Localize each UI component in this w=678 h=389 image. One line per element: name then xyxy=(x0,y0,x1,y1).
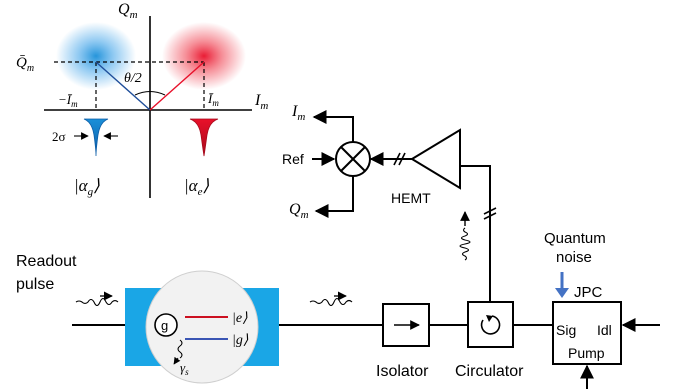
decay-arrow xyxy=(173,356,181,365)
ground-state-label: |αg⟩ xyxy=(74,176,100,198)
excited-gaussian xyxy=(189,118,219,157)
excited-state-label: |αe⟩ xyxy=(184,176,210,198)
circulator: Circulator xyxy=(455,301,524,380)
cavity-interior xyxy=(145,270,259,384)
iq-mixer: Im Ref Qm xyxy=(282,103,371,221)
theta-label: θ/2 xyxy=(124,71,142,86)
hemt-break-a xyxy=(393,152,401,166)
q-bar-label: Q̄m xyxy=(16,55,34,74)
quantum-noise-label-line2: noise xyxy=(556,249,592,266)
cold-break-b xyxy=(483,212,497,220)
i-output-label: Im xyxy=(291,103,305,123)
ground-state-blob xyxy=(56,22,136,90)
i-output-wire xyxy=(312,110,354,142)
circulator-box xyxy=(467,301,514,348)
quantum-noise-label-line1: Quantum xyxy=(544,230,606,247)
sigma-label: 2σ xyxy=(52,129,66,144)
jpc: Quantum noise JPC Sig Idl Pump xyxy=(544,230,660,389)
amplified-signal-wave xyxy=(459,211,471,261)
jpc-sig-label: Sig xyxy=(556,322,576,338)
qubit-symbol xyxy=(154,313,178,337)
ground-level-label: |g⟩ xyxy=(232,333,249,348)
readout-input-pulse xyxy=(75,291,119,307)
q-axis-label: Qm xyxy=(118,1,138,21)
theta-arc xyxy=(134,91,166,96)
cavity: g |e⟩ |g⟩ γs xyxy=(125,270,279,384)
quantum-noise-arrow-icon xyxy=(555,288,569,298)
jpc-box xyxy=(552,301,622,365)
decay-wave xyxy=(177,339,183,359)
hemt-label: HEMT xyxy=(391,190,431,206)
hemt-break-b xyxy=(398,152,406,166)
isolator: Isolator xyxy=(376,303,430,380)
cold-break-a xyxy=(483,207,497,215)
ground-vector xyxy=(95,61,151,111)
q-output-label: Qm xyxy=(289,201,309,221)
jpc-pump-label: Pump xyxy=(568,345,605,361)
excited-state-blob xyxy=(162,22,246,90)
hemt-amplifier: HEMT xyxy=(369,128,497,302)
readout-pulse-label-line2: pulse xyxy=(16,276,54,293)
i-axis-label: Im xyxy=(254,92,268,112)
q-output-wire xyxy=(314,176,354,218)
decay-label: γs xyxy=(180,360,189,377)
jpc-label: JPC xyxy=(574,284,603,301)
ref-label: Ref xyxy=(282,151,304,167)
ground-gaussian xyxy=(83,118,109,157)
excited-vector xyxy=(149,61,205,111)
phase-space-plot: Qm Im Q̄m −Īm Īm θ/2 2σ |αg⟩ |αe⟩ xyxy=(16,1,268,198)
circulator-rotation-icon xyxy=(480,315,501,335)
isolator-label: Isolator xyxy=(376,363,429,380)
mixer-cross-b xyxy=(340,146,366,172)
minus-i-bar-label: −Īm xyxy=(58,92,78,109)
circulator-to-hemt-wire xyxy=(460,165,491,302)
transmitted-pulse xyxy=(309,291,353,307)
i-bar-label: Īm xyxy=(207,91,219,108)
excited-level-label: |e⟩ xyxy=(232,311,248,326)
readout-pulse-label-line1: Readout xyxy=(16,253,77,270)
circulator-label: Circulator xyxy=(455,363,524,380)
hemt-triangle xyxy=(410,128,461,190)
jpc-idl-label: Idl xyxy=(597,322,612,338)
qubit-symbol-label: g xyxy=(161,318,168,333)
